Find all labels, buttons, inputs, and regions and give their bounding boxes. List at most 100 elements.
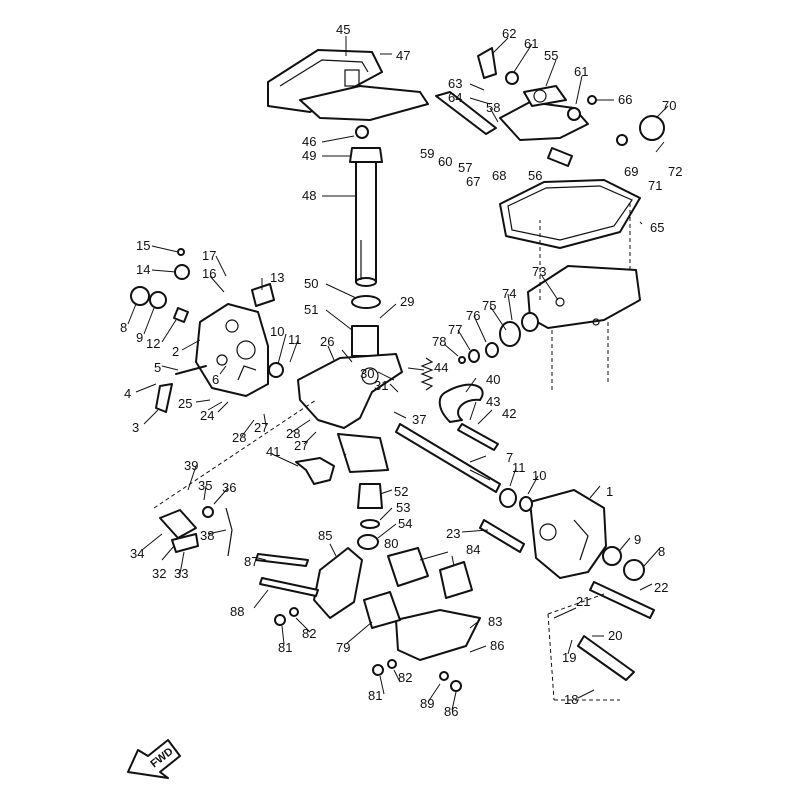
part-number-callout: 11 (288, 332, 302, 347)
part-number-callout: 59 (420, 146, 434, 161)
part-number-callout: 36 (222, 480, 236, 495)
washer-82-part (289, 607, 299, 617)
part-number-callout: 52 (394, 484, 408, 499)
part-number-callout: 28 (232, 430, 246, 445)
part-number-callout: 12 (146, 336, 160, 351)
pin-56-part (547, 147, 573, 167)
part-number-callout: 86 (490, 638, 504, 653)
knob-70-part (639, 115, 665, 141)
part-number-callout: 62 (502, 26, 516, 41)
arm-64-part (435, 91, 497, 135)
part-number-callout: 80 (384, 536, 398, 551)
mount-rubber-84-part (439, 561, 473, 599)
leader-lines (127, 36, 669, 711)
part-number-callout: 41 (266, 444, 280, 459)
part-number-callout: 75 (482, 298, 496, 313)
through-tube-part (395, 423, 501, 493)
part-number-callout: 57 (458, 160, 472, 175)
part-number-callout: 2 (172, 344, 179, 359)
part-number-callout: 70 (662, 98, 676, 113)
part-number-callouts: 1 2 3 4 5 6 7 8 8 9 9 10 10 11 11 12 13 … (120, 22, 682, 719)
nut-81-part (274, 614, 286, 626)
part-number-callout: 43 (486, 394, 500, 409)
ring-53-part (360, 519, 380, 529)
part-number-callout: 47 (396, 48, 410, 63)
part-number-callout: 56 (528, 168, 542, 183)
spring-44-part (420, 357, 434, 391)
swivel-bracket-part (297, 353, 403, 473)
clamp-bracket-left-part (195, 303, 269, 397)
lever-41-part (295, 457, 335, 485)
part-number-callout: 14 (136, 262, 150, 277)
bushing-74-part (521, 312, 539, 332)
washer-61b-part (567, 107, 581, 121)
part-number-callout: 9 (634, 532, 641, 547)
part-number-callout: 79 (336, 640, 350, 655)
screw-36-part (202, 506, 214, 518)
bolt-87-part (255, 553, 309, 567)
part-number-callout: 35 (198, 478, 212, 493)
mount-rubber-79-part (363, 591, 401, 629)
bolt-88-part (259, 577, 319, 597)
part-number-callout: 71 (648, 178, 662, 193)
part-number-callout: 34 (130, 546, 144, 561)
part-number-callout: 27 (254, 420, 268, 435)
bolt-5-part (175, 365, 207, 375)
bushing-52-part (357, 483, 383, 509)
bushing-9-right-part (602, 546, 622, 566)
part-number-callout: 83 (488, 614, 502, 629)
stopper-34-part (159, 509, 197, 539)
plate-33-part (171, 533, 199, 553)
part-number-callout: 66 (618, 92, 632, 107)
part-number-callout: 38 (200, 528, 214, 543)
gasket-65-part (499, 179, 641, 249)
part-number-callout: 11 (512, 460, 526, 475)
plate-12-part (173, 307, 189, 323)
part-number-callout: 81 (278, 640, 292, 655)
part-number-callout: 6 (212, 372, 219, 387)
pin-13-part (251, 283, 275, 307)
part-number-callout: 49 (302, 148, 316, 163)
part-number-callout: 58 (486, 100, 500, 115)
clamp-bracket-right-part (529, 489, 607, 579)
washer-77-part (468, 349, 480, 363)
collar-11-left-part (268, 362, 284, 378)
part-number-callout: 15 (136, 238, 150, 253)
part-number-callout: 44 (434, 360, 448, 375)
part-number-callout: 76 (466, 308, 480, 323)
part-number-callout: 65 (650, 220, 664, 235)
collar-54-part (357, 534, 379, 550)
bushing-9-left-part (149, 291, 167, 309)
bolt-22-part (589, 581, 655, 619)
part-number-callout: 37 (412, 412, 426, 427)
part-number-callout: 22 (654, 580, 668, 595)
part-number-callout: 24 (200, 408, 214, 423)
washer-82b-part (387, 659, 397, 669)
part-number-callout: 89 (420, 696, 434, 711)
part-number-callout: 53 (396, 500, 410, 515)
bolt-66-part (587, 95, 597, 105)
part-number-callout: 40 (486, 372, 500, 387)
washer-61-part (505, 71, 519, 85)
part-number-callout: 87 (244, 554, 258, 569)
part-number-callout: 39 (184, 458, 198, 473)
rod-18-part (577, 635, 635, 681)
washer-50-part (351, 295, 381, 309)
part-number-callout: 7 (506, 450, 513, 465)
part-number-callout: 88 (230, 604, 244, 619)
part-number-callout: 68 (492, 168, 506, 183)
part-number-callout: 19 (562, 650, 576, 665)
part-number-callout: 32 (152, 566, 166, 581)
nut-86-part (450, 680, 462, 692)
pin-23-part (479, 519, 525, 553)
part-number-callout: 42 (502, 406, 516, 421)
part-number-callout: 63 (448, 76, 462, 91)
mount-rubber-80-part (387, 547, 429, 587)
part-number-callout: 5 (154, 360, 161, 375)
washer-10-right-part (519, 496, 533, 512)
nut-81b-part (372, 664, 384, 676)
part-number-callout: 26 (320, 334, 334, 349)
steering-shaft-part (349, 147, 383, 287)
lever-62-part (477, 47, 497, 79)
part-number-callout: 54 (398, 516, 412, 531)
